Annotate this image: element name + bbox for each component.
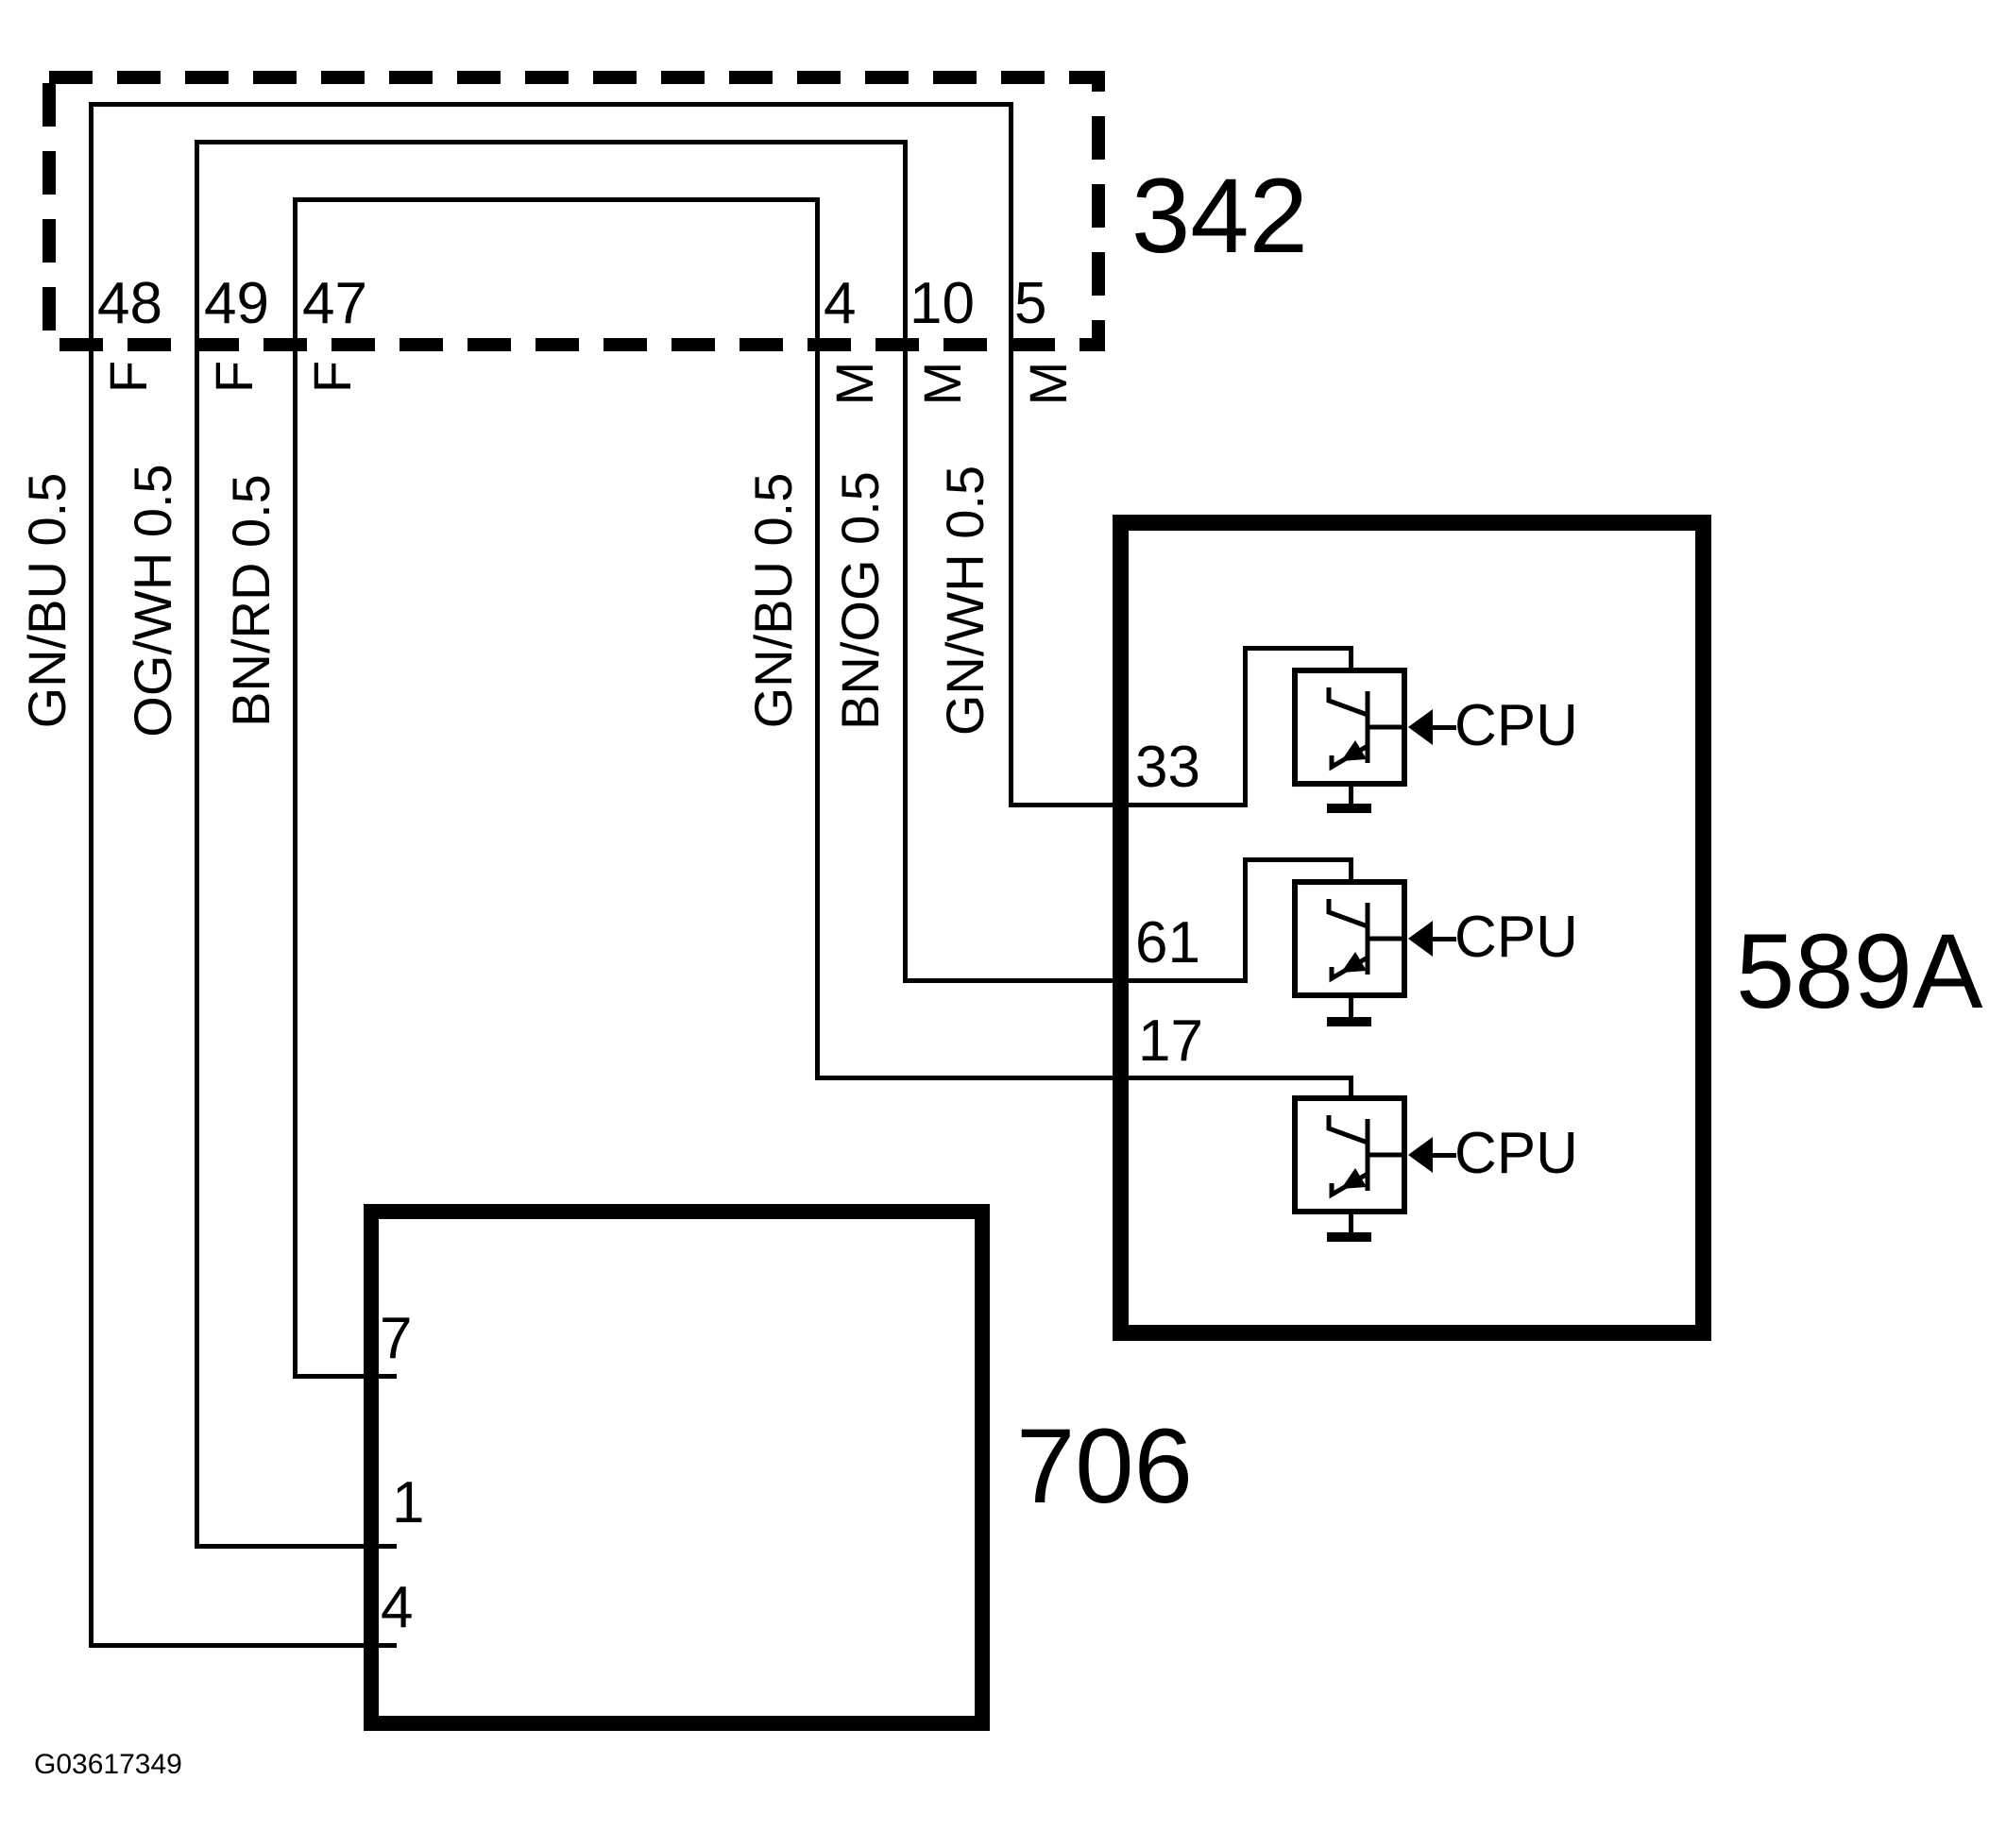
ground-3-stem xyxy=(1349,1212,1353,1234)
wire-label-bnog: BN/OG 0.5 xyxy=(830,471,890,730)
wire-pin61-drop xyxy=(1349,857,1353,884)
wire-ogwh-pin49-bottom-run xyxy=(195,1544,397,1549)
wire-label-ogwh: OG/WH 0.5 xyxy=(123,464,182,738)
pin-5-number: 5 xyxy=(1014,271,1047,336)
cpu-arrow-left-icon xyxy=(1408,921,1456,957)
wire-label-gnbu-left: GN/BU 0.5 xyxy=(17,472,76,729)
wire-bnog-pin10-vertical xyxy=(903,140,908,983)
wire-pin33-drop xyxy=(1349,646,1353,672)
module-589a-label: 589A xyxy=(1736,912,1983,1030)
wire-gnbu-pin48-bottom-run xyxy=(89,1643,397,1648)
optocoupler-1-box xyxy=(1292,668,1407,787)
cpu-label-2: CPU xyxy=(1454,905,1578,970)
wire-gnbu-pin48-vertical xyxy=(89,102,94,1648)
cpu-arrow-left-icon xyxy=(1408,709,1456,745)
pin-4-gender: M xyxy=(824,361,884,406)
pin-47-number: 47 xyxy=(302,271,367,336)
optocoupler-2-box xyxy=(1292,879,1407,998)
connector-342-label: 342 xyxy=(1131,157,1308,275)
document-code: G03617349 xyxy=(34,1749,182,1780)
phototransistor-icon xyxy=(1326,687,1402,771)
wire-gnwh-pin33-run xyxy=(1009,803,1247,807)
wire-ogwh-pin49-top-run xyxy=(195,140,908,144)
ground-2-bar-icon xyxy=(1327,1017,1371,1026)
ground-3-bar-icon xyxy=(1327,1232,1371,1242)
pin-7-number: 7 xyxy=(380,1306,413,1371)
pin-48-gender: F xyxy=(98,360,158,394)
pin-47-gender: F xyxy=(302,360,362,394)
cpu-arrow-left-icon xyxy=(1408,1137,1456,1173)
pin-49-number: 49 xyxy=(204,271,269,336)
pin-4-number: 4 xyxy=(824,271,857,336)
cpu-label-1: CPU xyxy=(1454,693,1578,758)
module-706-label: 706 xyxy=(1016,1407,1193,1525)
connector-342-outline xyxy=(42,71,1105,351)
wire-label-bnrd: BN/RD 0.5 xyxy=(221,474,280,727)
module-589a-outline xyxy=(1113,515,1711,1341)
wire-bnrd-pin47-vertical xyxy=(293,197,298,1379)
pin-61-number: 61 xyxy=(1135,910,1200,975)
wire-bnrd-pin47-bottom-run xyxy=(293,1374,397,1379)
pin-49-gender: F xyxy=(204,360,264,394)
pin-10-number: 10 xyxy=(910,271,975,336)
wire-ogwh-pin49-vertical xyxy=(195,140,199,1549)
pin-5-gender: M xyxy=(1018,361,1078,406)
module-706-outline xyxy=(364,1204,990,1731)
wire-pin33-riser xyxy=(1243,646,1248,807)
pin-33-number: 33 xyxy=(1135,735,1200,800)
pin-48-number: 48 xyxy=(97,271,162,336)
wire-gnbu-pin17-run xyxy=(815,1076,1353,1080)
cpu-label-3: CPU xyxy=(1454,1121,1578,1186)
optocoupler-3-box xyxy=(1292,1095,1407,1214)
wire-pin17-drop xyxy=(1349,1076,1353,1100)
pin-17-number: 17 xyxy=(1138,1009,1203,1074)
phototransistor-icon xyxy=(1326,899,1402,983)
pin-4b-number: 4 xyxy=(381,1575,414,1640)
wire-gnbu-pin4-vertical xyxy=(815,197,820,1080)
wire-pin61-bridge xyxy=(1243,857,1353,862)
wire-gnwh-pin5-vertical xyxy=(1009,102,1013,807)
pin-10-gender: M xyxy=(912,361,972,406)
phototransistor-icon xyxy=(1326,1115,1402,1199)
wire-bnrd-pin47-top-run xyxy=(293,197,820,202)
wire-label-gnbu-right: GN/BU 0.5 xyxy=(743,472,803,729)
ground-1-stem xyxy=(1349,785,1353,805)
wire-gnbu-pin48-top-run xyxy=(89,102,1013,107)
pin-1-number: 1 xyxy=(392,1470,425,1535)
wire-pin33-bridge xyxy=(1243,646,1353,651)
ground-2-stem xyxy=(1349,996,1353,1019)
wire-pin61-riser xyxy=(1243,857,1248,983)
wire-label-gnwh: GN/WH 0.5 xyxy=(935,465,994,737)
wire-bnog-pin61-run xyxy=(903,978,1247,983)
ground-1-bar-icon xyxy=(1327,804,1371,813)
